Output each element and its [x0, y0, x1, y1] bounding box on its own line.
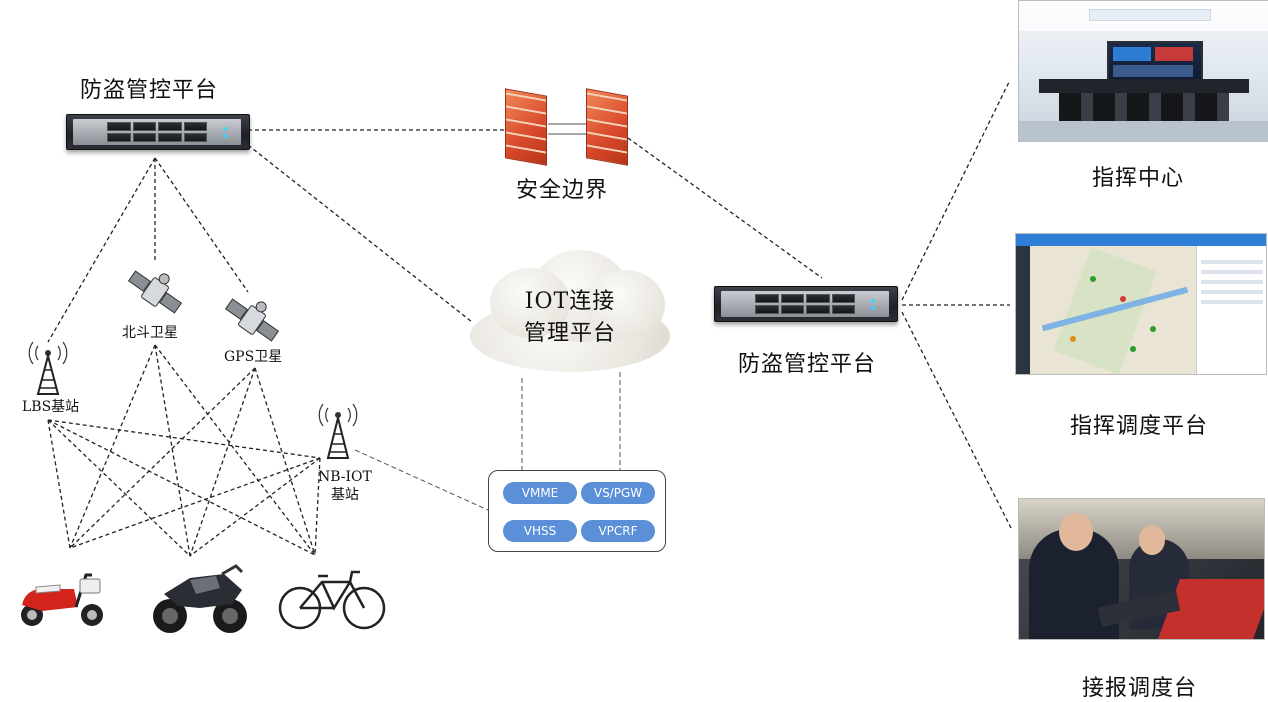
- dispatch-platform-screenshot: [1015, 233, 1267, 375]
- receive-desk-photo: [1018, 498, 1265, 640]
- receive-desk-label: 接报调度台: [1082, 676, 1198, 701]
- firewall-left-icon: [505, 88, 547, 166]
- nbiot-label-line2: 基站: [330, 487, 359, 503]
- security-boundary-label: 安全边界: [516, 178, 609, 203]
- vhss-pill: VHSS: [503, 520, 577, 542]
- vpcrf-pill: VPCRF: [581, 520, 655, 542]
- iot-platform-label: IOT连接 管理平台: [500, 286, 640, 350]
- bicycle-icon: [278, 570, 386, 630]
- iot-label-line1: IOT连接: [524, 289, 616, 314]
- nbiot-tower-icon: [318, 403, 358, 459]
- motorcycle-icon: [153, 564, 247, 633]
- lbs-tower-icon: [28, 341, 68, 395]
- platform-left-label: 防盗管控平台: [80, 78, 219, 103]
- command-center-photo: [1018, 0, 1268, 142]
- iot-label-line2: 管理平台: [523, 321, 616, 346]
- server-left-icon: [66, 114, 250, 150]
- nbiot-label-line1: NB-IOT: [318, 469, 372, 485]
- electric-scooter-icon: [21, 573, 103, 626]
- command-center-label: 指挥中心: [1092, 166, 1185, 191]
- dispatch-platform-label: 指挥调度平台: [1070, 414, 1209, 439]
- server-right-icon: [714, 286, 898, 322]
- gps-satellite-icon: [224, 298, 280, 342]
- firewall-right-icon: [586, 88, 628, 166]
- vmme-pill: VMME: [503, 482, 577, 504]
- platform-right-label: 防盗管控平台: [738, 352, 877, 377]
- lbs-label: LBS基站: [22, 399, 80, 415]
- gps-label: GPS卫星: [224, 349, 283, 365]
- beidou-label: 北斗卫星: [122, 325, 178, 341]
- nbiot-label: NB-IOT 基站: [318, 468, 372, 504]
- vspgw-pill: VS/PGW: [581, 482, 655, 504]
- beidou-satellite-icon: [127, 270, 183, 314]
- core-network-box: VMME VS/PGW VHSS VPCRF: [488, 470, 666, 552]
